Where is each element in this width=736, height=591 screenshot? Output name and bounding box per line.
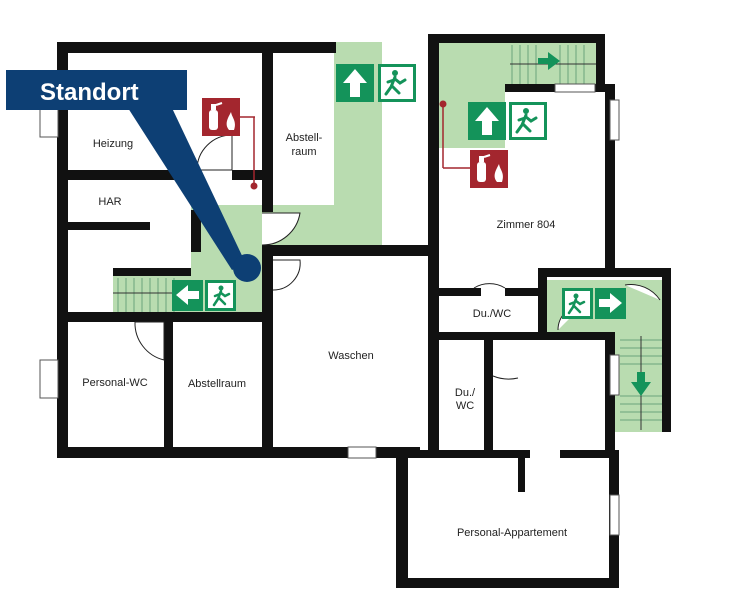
walls (57, 34, 671, 588)
staircase-north (510, 45, 596, 84)
emergency-exit-right-sign (562, 288, 626, 319)
emergency-exit-left-sign (172, 280, 236, 311)
room-abstellraum: Abstellraum (188, 378, 246, 390)
emergency-exit-up-sign (336, 64, 416, 102)
room-har: HAR (98, 196, 121, 208)
location-dot-icon (233, 254, 261, 282)
fire-extinguisher-icon (439, 100, 508, 188)
room-du-wc-1: Du./WC (473, 308, 512, 320)
room-waschen: Waschen (328, 350, 373, 362)
room-abstell-line2: raum (291, 146, 316, 158)
room-personal-wc: Personal-WC (82, 377, 147, 389)
windows (39, 83, 620, 536)
fire-extinguisher-icon (202, 98, 258, 190)
room-du-wc-2-line1: Du./ (455, 387, 476, 399)
arrow-right-icon (538, 52, 560, 70)
room-abstell-line1: Abstell- (286, 132, 323, 144)
standort-label: Standort (40, 79, 139, 106)
room-personal-appartement: Personal-Appartement (457, 527, 567, 539)
room-heizung: Heizung (93, 138, 133, 150)
standort-callout: Standort (6, 70, 261, 282)
arrow-down-icon (631, 372, 651, 396)
room-du-wc-2-line2: WC (456, 400, 474, 412)
room-zimmer-804: Zimmer 804 (497, 219, 556, 231)
staircase-west (113, 278, 191, 312)
emergency-exit-up-sign (468, 102, 547, 140)
